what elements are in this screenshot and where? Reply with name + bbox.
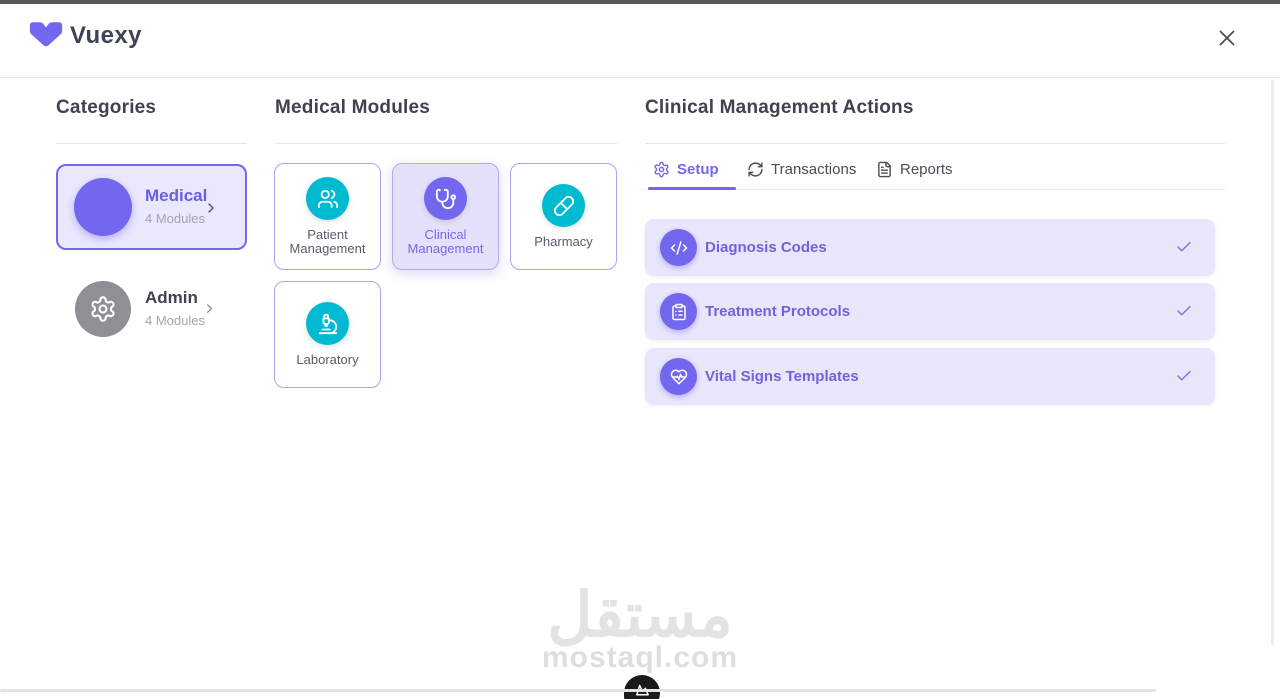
actions-divider: [645, 143, 1225, 144]
category-name: Admin: [145, 288, 198, 307]
close-icon[interactable]: [1212, 23, 1242, 53]
mostaql-badge: [624, 675, 660, 699]
category-name: Medical: [145, 186, 208, 205]
modules-heading: Medical Modules: [275, 97, 431, 118]
module-label: Pharmacy: [534, 234, 593, 249]
chevron-right-icon: [203, 200, 219, 216]
action-label: Diagnosis Codes: [705, 239, 827, 256]
header-divider: [0, 77, 1280, 78]
users-icon: [306, 177, 349, 220]
action-label: Vital Signs Templates: [705, 368, 859, 385]
categories-heading: Categories: [56, 97, 157, 118]
modules-divider: [275, 143, 617, 144]
app-title: Vuexy: [70, 22, 142, 49]
category-row-admin[interactable]: Admin 4 Modules: [56, 270, 247, 348]
stethoscope-icon: [424, 177, 467, 220]
category-count: 4 Modules: [145, 313, 205, 328]
medical-avatar: [74, 178, 132, 236]
bottom-divider: [0, 689, 1156, 692]
categories-divider: [56, 143, 247, 144]
module-label: Laboratory: [296, 352, 359, 367]
modal-header: Vuexy: [0, 4, 1280, 77]
action-row-vital-signs-templates[interactable]: Vital Signs Templates: [645, 348, 1215, 405]
action-row-treatment-protocols[interactable]: Treatment Protocols: [645, 283, 1215, 340]
module-card-clinical-management[interactable]: Clinical Management: [392, 163, 499, 270]
module-label: Patient Management: [289, 227, 366, 256]
tab-label: Reports: [900, 160, 953, 178]
chevron-right-icon: [202, 301, 217, 316]
refresh-icon: [747, 161, 764, 178]
code-icon: [660, 229, 697, 266]
category-card-medical[interactable]: Medical 4 Modules: [56, 164, 247, 250]
active-tab-indicator: [648, 187, 736, 190]
watermark-domain-text: mostaql.com: [541, 641, 739, 674]
check-icon: [1175, 367, 1193, 385]
action-row-diagnosis-codes[interactable]: Diagnosis Codes: [645, 219, 1215, 276]
category-count: 4 Modules: [145, 211, 205, 226]
gear-icon: [75, 281, 131, 337]
tabs-track: [645, 189, 1225, 190]
vuexy-logo-icon: [27, 21, 65, 50]
heart-pulse-icon: [660, 358, 697, 395]
watermark-arabic-text: مستقل: [547, 581, 733, 650]
module-label: Clinical Management: [407, 227, 484, 256]
window-chrome-strip: [0, 0, 1280, 4]
module-card-laboratory[interactable]: Laboratory: [274, 281, 381, 388]
action-label: Treatment Protocols: [705, 303, 851, 320]
tab-label: Transactions: [771, 160, 857, 178]
pill-icon: [542, 184, 585, 227]
tab-setup[interactable]: Setup: [653, 153, 719, 185]
check-icon: [1175, 302, 1193, 320]
tab-transactions[interactable]: Transactions: [747, 153, 856, 185]
microscope-icon: [306, 302, 349, 345]
clipboard-icon: [660, 293, 697, 330]
module-card-pharmacy[interactable]: Pharmacy: [510, 163, 617, 270]
file-text-icon: [876, 161, 893, 178]
scrollbar[interactable]: [1271, 80, 1274, 645]
tab-label: Setup: [677, 160, 719, 178]
gear-icon: [653, 161, 670, 178]
check-icon: [1175, 238, 1193, 256]
actions-heading: Clinical Management Actions: [645, 97, 914, 118]
module-card-patient-management[interactable]: Patient Management: [274, 163, 381, 270]
tab-reports[interactable]: Reports: [876, 153, 953, 185]
